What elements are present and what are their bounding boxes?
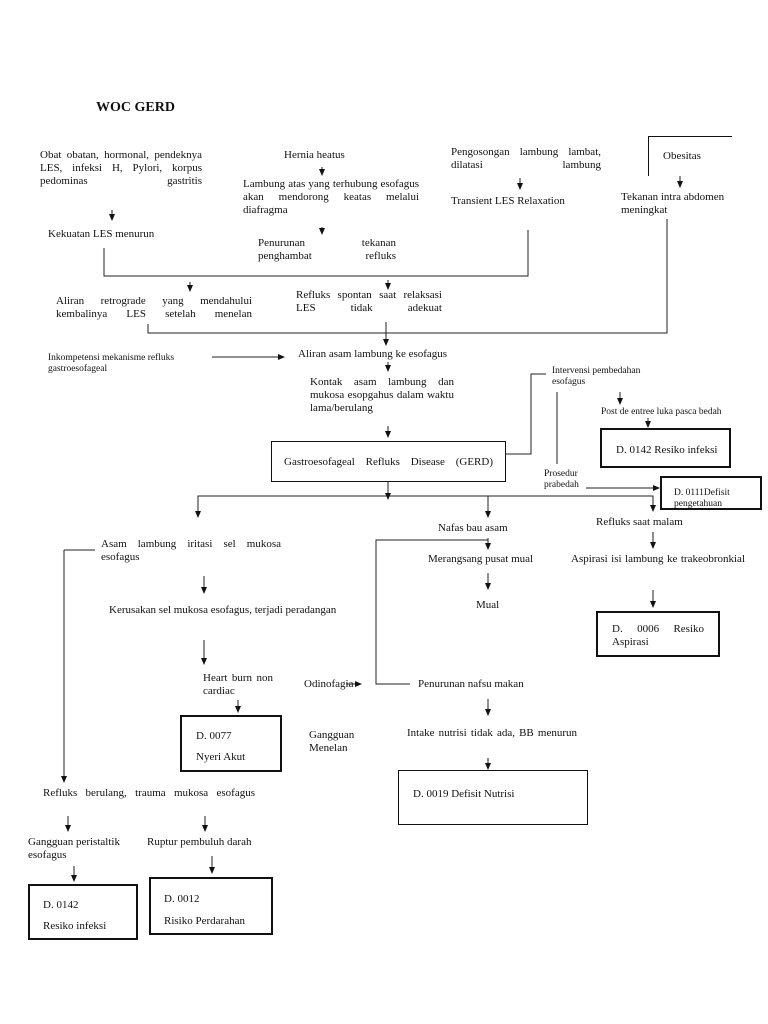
arrow-head [650,505,656,512]
node-d0012-label: Risiko Perdarahan [164,915,245,927]
node-d0077-code: D. 0077 [196,730,232,742]
arrow-head [187,285,193,292]
arrow-head [201,587,207,594]
node-transient: Transient LES Relaxation [451,195,565,207]
arrow-head [485,543,491,550]
node-d0142-bottom-code: D. 0142 [43,899,79,911]
arrow-head [385,431,391,438]
node-gerd: Gastroesofageal Refluks Disease (GERD) [284,456,493,468]
arrow-head [645,421,651,428]
arrow-head [517,183,523,190]
node-aliran-retrograde: Aliran retrograde yang mendahului kembal… [56,295,252,320]
d0142-bottom-box: D. 0142 Resiko infeksi [28,884,138,940]
node-penurunan-tekanan: Penurunan tekanan penghambat refluks [258,237,396,262]
node-asam-iritasi: Asam lambung iritasi sel mukosa esofagus [101,538,281,563]
arrow-head [201,658,207,665]
node-d0006: D. 0006 Resiko Aspirasi [612,623,704,648]
connector-line [147,219,668,334]
d0077-box: D. 0077 Nyeri Akut [180,715,282,772]
arrow-head [677,181,683,188]
node-d0019: D. 0019 Defisit Nutrisi [413,788,515,800]
node-mual: Mual [476,599,500,611]
node-kekuatan-les: Kekuatan LES menurun [48,228,155,240]
arrow-head [485,511,491,518]
arrow-head [202,825,208,832]
connector-line [506,373,546,455]
node-intake: Intake nutrisi tidak ada, BB menurun [407,727,577,739]
arrow-head [235,706,241,713]
node-d0142-bottom-label: Resiko infeksi [43,920,107,932]
arrow-head [650,542,656,549]
node-lambung-atas: Lambung atas yang terhubung esofagus aka… [243,178,419,216]
node-d0012-code: D. 0012 [164,893,200,905]
node-refluks-berulang: Refluks berulang, trauma mukosa esofagus [43,787,255,799]
node-obesitas: Obesitas [663,150,701,162]
node-post-de-entree: Post de entree luka pasca bedah [601,407,722,417]
node-tekanan-abdomen: Tekanan intra abdomen meningkat [621,191,725,216]
node-kerusakan: Kerusakan sel mukosa esofagus, terjadi p… [109,604,337,616]
node-odinofagia: Odinofagia [304,678,354,690]
node-inkompetensi: Inkompetensi mekanisme refluks gastroeso… [48,353,175,374]
arrow-head [319,169,325,176]
node-intervensi: Intervensi pembedahan esofagus [552,366,641,387]
arrow-head [485,709,491,716]
obesitas-box: Obesitas [648,136,732,176]
node-d0111: D. 0111Defisit pengetahuan [674,488,730,509]
diagram-title: WOC GERD [96,100,175,115]
d0006-box: D. 0006 Resiko Aspirasi [596,611,720,657]
node-refluks-spontan: Refluks spontan saat relaksasi LES tidak… [296,289,442,314]
arrow-head [109,214,115,221]
node-pengosongan: Pengosongan lambung lambat, dilatasi lam… [451,146,601,171]
arrow-head [61,776,67,783]
arrow-head [485,583,491,590]
node-d0142-top: D. 0142 Resiko infeksi [616,444,718,456]
arrow-head [653,485,660,491]
connector-line [103,230,529,277]
d0012-box: D. 0012 Risiko Perdarahan [149,877,273,935]
node-refluks-malam: Refluks saat malam [596,516,683,528]
arrow-head [385,365,391,372]
node-obat: Obat obatan, hormonal, pendeknya LES, in… [40,149,202,187]
arrow-head [195,511,201,518]
node-merangsang: Merangsang pusat mual [428,553,534,565]
arrow-head [65,825,71,832]
node-kontak-asam: Kontak asam lambung dan mukosa esopgahus… [310,376,454,414]
node-penurunan-nafsu: Penurunan nafsu makan [418,678,524,690]
node-heart-burn: Heart burn non cardiac [203,672,273,697]
node-hernia: Hernia heatus [284,149,345,161]
connector-line [375,539,488,685]
arrow-head [278,354,285,360]
d0111-box: D. 0111Defisit pengetahuan [660,476,762,510]
arrow-head [617,398,623,405]
node-ruptur: Ruptur pembuluh darah [147,836,252,848]
node-gangguan-peristaltik: Gangguan peristaltik esofagus [28,836,120,861]
arrow-head [383,339,389,346]
node-d0077-label: Nyeri Akut [196,751,246,763]
node-gangguan-menelan: Gangguan Menelan [309,729,355,754]
connector-line [197,495,654,500]
node-aspirasi: Aspirasi isi lambung ke trakeobronkial [571,553,745,565]
d0142-top-box: D. 0142 Resiko infeksi [600,428,731,468]
arrow-head [209,867,215,874]
gerd-box: Gastroesofageal Refluks Disease (GERD) [271,441,506,482]
arrow-head [485,763,491,770]
arrow-head [319,228,325,235]
node-prosedur: Prosedur prabedah [544,469,579,490]
arrow-head [385,283,391,290]
arrow-head [355,681,362,687]
node-nafas-bau: Nafas bau asam [438,522,508,534]
arrow-head [71,875,77,882]
d0019-box: D. 0019 Defisit Nutrisi [398,770,588,825]
node-aliran-asam: Aliran asam lambung ke esofagus [298,348,448,360]
arrow-head [650,601,656,608]
